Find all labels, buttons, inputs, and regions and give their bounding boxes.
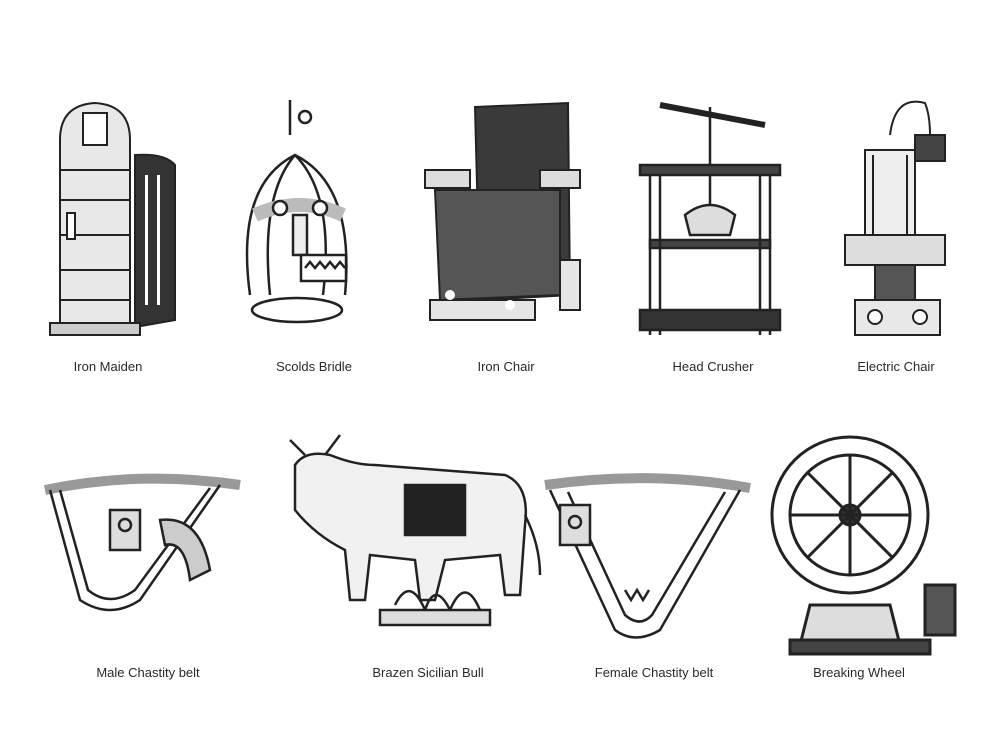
male-chastity-belt-label: Male Chastity belt [96,665,200,680]
head-crusher-illustration [638,102,782,335]
electric-chair-illustration [844,100,946,336]
breaking-wheel-illustration [770,435,957,656]
breaking-wheel-label: Breaking Wheel [813,665,905,680]
scolds-bridle-illustration [245,100,348,324]
brazen-sicilian-bull-illustration [289,434,542,627]
head-crusher-label: Head Crusher [672,359,754,374]
stock-id: 296078905 [2,510,20,650]
iron-maiden-illustration [49,101,176,336]
iron-chair-label: Iron Chair [477,359,535,374]
iron-chair-illustration [424,101,581,321]
iron-maiden-label: Iron Maiden [73,359,143,374]
electric-chair-label: Electric Chair [857,359,935,374]
female-chastity-belt-illustration [544,473,751,639]
scolds-bridle-label: Scolds Bridle [276,359,352,374]
male-chastity-belt-illustration [43,473,241,612]
brazen-sicilian-bull-label: Brazen Sicilian Bull [372,665,484,680]
female-chastity-belt-label: Female Chastity belt [594,665,714,680]
